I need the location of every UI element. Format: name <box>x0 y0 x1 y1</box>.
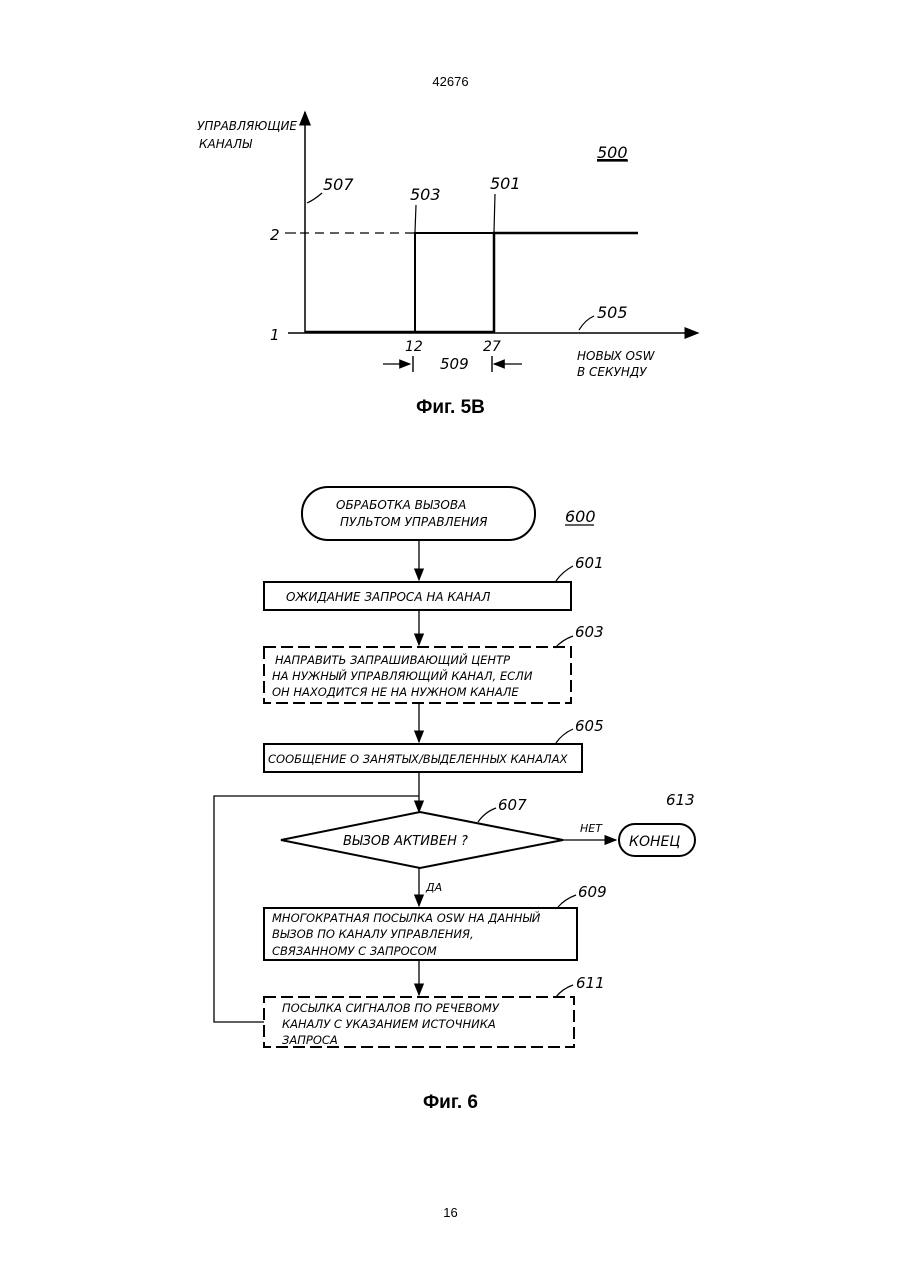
step-603-line1: НАПРАВИТЬ ЗАПРАШИВАЮЩИЙ ЦЕНТР <box>275 652 510 667</box>
ref-611: 611 <box>576 974 605 992</box>
step-605-text: СООБЩЕНИЕ О ЗАНЯТЫХ/ВЫДЕЛЕННЫХ КАНАЛАХ <box>268 752 569 766</box>
start-terminator <box>302 487 535 540</box>
step-601-text: ОЖИДАНИЕ ЗАПРОСА НА КАНАЛ <box>286 590 490 604</box>
ref-600: 600 <box>565 507 596 526</box>
end-613-text: КОНЕЦ <box>629 834 680 850</box>
ref-609: 609 <box>578 883 607 901</box>
step-609-line2: ВЫЗОВ ПО КАНАЛУ УПРАВЛЕНИЯ, <box>272 927 474 941</box>
decision-607-text: ВЫЗОВ АКТИВЕН ? <box>343 834 468 849</box>
step-611-line2: КАНАЛУ С УКАЗАНИЕМ ИСТОЧНИКА <box>282 1017 496 1031</box>
step-609-line1: МНОГОКРАТНАЯ ПОСЫЛКА OSW НА ДАННЫЙ <box>272 910 541 925</box>
step-611-line3: ЗАПРОСА <box>282 1033 338 1047</box>
yes-label: ДА <box>425 881 442 894</box>
ref-607: 607 <box>498 796 527 814</box>
ref-605: 605 <box>575 717 604 735</box>
step-609-line3: СВЯЗАННОМУ С ЗАПРОСОМ <box>272 944 437 958</box>
step-603-line3: ОН НАХОДИТСЯ НЕ НА НУЖНОМ КАНАЛЕ <box>272 685 519 699</box>
page-number: 16 <box>0 1205 901 1220</box>
start-text-line1: ОБРАБОТКА ВЫЗОВА <box>336 498 466 512</box>
step-603-line2: НА НУЖНЫЙ УПРАВЛЯЮЩИЙ КАНАЛ, ЕСЛИ <box>272 668 533 683</box>
no-label: НЕТ <box>580 822 603 835</box>
figure-6-caption: Фиг. 6 <box>0 1092 901 1114</box>
step-611-line1: ПОСЫЛКА СИГНАЛОВ ПО РЕЧЕВОМУ <box>282 1001 500 1015</box>
ref-603: 603 <box>575 623 604 641</box>
ref-613: 613 <box>666 791 695 809</box>
start-text-line2: ПУЛЬТОМ УПРАВЛЕНИЯ <box>340 515 488 529</box>
ref-601: 601 <box>575 554 604 572</box>
